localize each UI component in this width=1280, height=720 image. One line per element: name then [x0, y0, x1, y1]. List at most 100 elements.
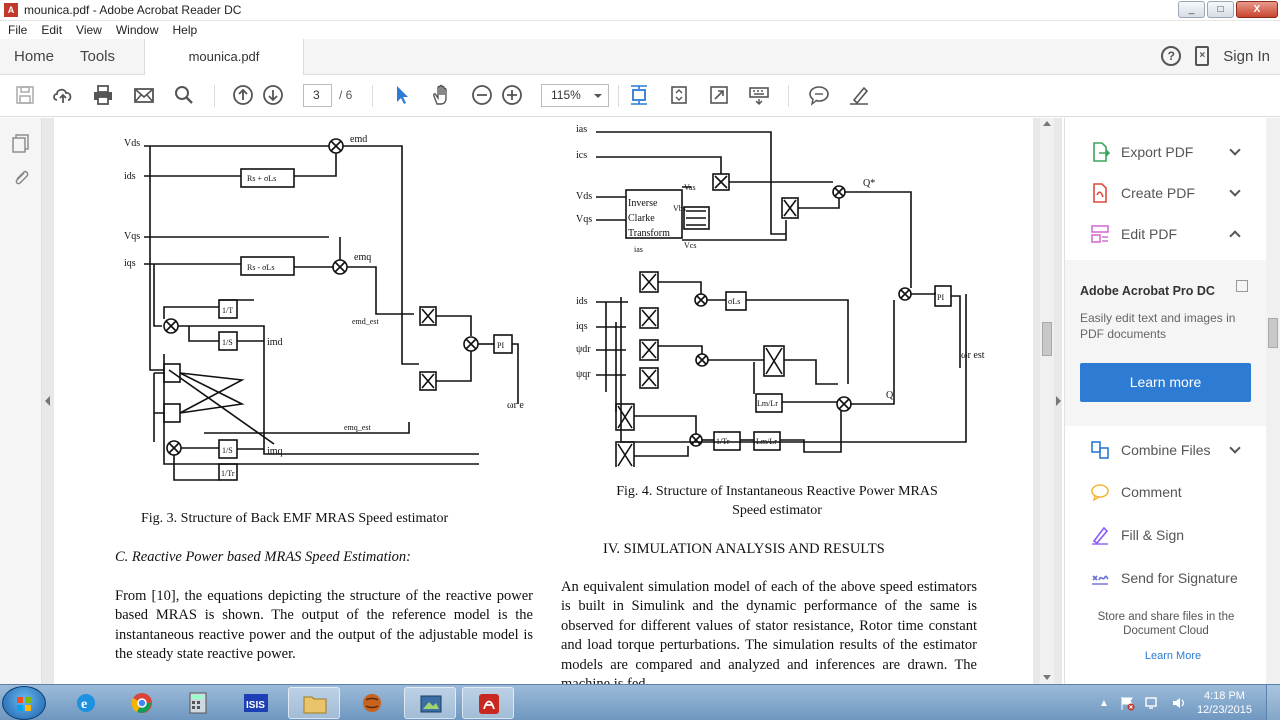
learn-more-link[interactable]: Learn More: [1144, 650, 1202, 662]
comment-icon: [1091, 484, 1109, 502]
volume-icon[interactable]: [1171, 695, 1187, 711]
tool-send-for-signature[interactable]: Send for Signature: [1065, 560, 1267, 596]
print-icon[interactable]: [92, 84, 114, 106]
internet-explorer-icon: e: [77, 694, 95, 712]
menu-edit[interactable]: Edit: [41, 23, 63, 37]
email-icon[interactable]: [133, 84, 155, 106]
taskbar-internet-explorer[interactable]: e: [60, 687, 112, 719]
minimize-button[interactable]: _: [1178, 1, 1205, 18]
document-scrollbar[interactable]: [1040, 118, 1054, 684]
windows-taskbar: e ISIS ▲ 4:18 PM 12/23/2015: [0, 684, 1280, 720]
tab-home[interactable]: Home: [14, 48, 55, 65]
close-button[interactable]: X: [1236, 1, 1278, 18]
taskbar-file-explorer[interactable]: [288, 687, 340, 719]
copy-icon[interactable]: [1236, 280, 1248, 292]
chevron-down-icon: [1229, 185, 1241, 197]
rotate-view-icon[interactable]: [668, 84, 690, 106]
next-page-icon[interactable]: [262, 84, 284, 106]
fig4-label-vqs: Vqs: [576, 214, 592, 225]
start-button[interactable]: [2, 686, 46, 720]
keyboard-icon[interactable]: [748, 84, 770, 106]
collapse-left-pane-icon[interactable]: [45, 396, 50, 406]
fig4-label-ics: ics: [576, 150, 587, 161]
taskbar-chrome[interactable]: [116, 687, 168, 719]
scrollbar-thumb[interactable]: [1268, 318, 1278, 348]
send-signature-icon: [1092, 575, 1109, 585]
acrobat-reader-icon: [479, 694, 499, 714]
footer-line-2: Document Cloud: [1123, 625, 1209, 637]
taskbar-app-mitt[interactable]: [346, 687, 398, 719]
toolbar-divider: [214, 85, 215, 107]
scroll-down-icon[interactable]: [1043, 675, 1051, 680]
main-toolbar: 3 / 6 115%: [0, 75, 1280, 117]
full-screen-icon[interactable]: [708, 84, 730, 106]
tab-document[interactable]: mounica.pdf: [144, 39, 304, 75]
image-viewer-icon: [420, 695, 442, 713]
sign-in-link[interactable]: Sign In: [1223, 47, 1270, 65]
fig3-diagram: Vds ids Vqs iqs emd emq Rs + σLs Rs - σL…: [124, 134, 524, 481]
save-icon[interactable]: [14, 84, 36, 106]
collapse-right-pane-icon[interactable]: [1056, 396, 1061, 406]
fit-page-icon[interactable]: [628, 84, 650, 106]
hand-tool-icon[interactable]: [431, 84, 453, 106]
learn-more-button[interactable]: Learn more: [1080, 363, 1251, 402]
attachment-icon[interactable]: [12, 168, 30, 188]
taskbar-image-viewer[interactable]: [404, 687, 456, 719]
page-number-input[interactable]: 3: [303, 84, 332, 107]
menu-view[interactable]: View: [76, 23, 102, 37]
zoom-in-icon[interactable]: [501, 84, 523, 106]
promo-description: Easily edit text and images in PDF docum…: [1080, 311, 1236, 341]
pdf-page: Vds ids Vqs iqs emd emq Rs + σLs Rs - σL…: [54, 118, 1033, 684]
document-cloud-text: Store and share files in the Document Cl…: [1065, 610, 1267, 638]
taskbar-calculator[interactable]: [172, 687, 224, 719]
highlight-pen-icon[interactable]: [848, 84, 870, 106]
comment-icon[interactable]: [808, 84, 830, 106]
network-icon[interactable]: [1145, 695, 1161, 711]
tab-tools[interactable]: Tools: [80, 48, 116, 65]
fig4-label-ias-input: ias: [576, 124, 587, 135]
tool-create-pdf[interactable]: Create PDF: [1065, 175, 1267, 211]
show-desktop-button[interactable]: [1266, 685, 1280, 720]
tool-edit-pdf[interactable]: Edit PDF: [1065, 216, 1267, 252]
document-viewport[interactable]: Vds ids Vqs iqs emd emq Rs + σLs Rs - σL…: [42, 118, 1062, 684]
fig4-label-vcs: Vcs: [684, 241, 696, 250]
zoom-out-icon[interactable]: [471, 84, 493, 106]
fig4-label-vbs: Vbs: [673, 204, 686, 213]
tab-bar: Home Tools mounica.pdf ? × Sign In: [0, 39, 1280, 75]
tools-pane-scrollbar[interactable]: [1266, 118, 1280, 684]
select-cursor-icon[interactable]: [391, 84, 413, 106]
fig3-block-1-over-s-2: 1/S: [222, 446, 233, 455]
menu-help[interactable]: Help: [172, 23, 198, 37]
show-hidden-icons-icon[interactable]: ▲: [1099, 697, 1109, 709]
maximize-button[interactable]: □: [1207, 1, 1234, 18]
zoom-select[interactable]: 115%: [541, 84, 609, 107]
fig4-block-pi: PI: [937, 293, 944, 302]
fig4-label-vas: Vas: [684, 183, 696, 192]
search-icon[interactable]: [173, 84, 195, 106]
taskbar-acrobat-reader[interactable]: [462, 687, 514, 719]
paragraph-left: From [10], the equations depicting the s…: [115, 588, 533, 663]
export-pdf-icon: [1093, 142, 1110, 162]
title-bar: A mounica.pdf - Adobe Acrobat Reader DC …: [0, 0, 1280, 21]
action-center-flag-icon[interactable]: [1119, 695, 1135, 711]
fig3-label-emd: emd: [350, 134, 367, 145]
help-icon[interactable]: ?: [1161, 46, 1182, 66]
tool-comment[interactable]: Comment: [1065, 474, 1267, 510]
fill-sign-icon: [1092, 526, 1109, 545]
mobile-link-icon[interactable]: ×: [1195, 46, 1210, 66]
previous-page-icon[interactable]: [232, 84, 254, 106]
scrollbar-thumb[interactable]: [1042, 322, 1052, 356]
fig3-label-ids: ids: [124, 171, 136, 182]
pages-thumbnail-icon[interactable]: [12, 134, 30, 154]
tool-fill-sign[interactable]: Fill & Sign: [1065, 517, 1267, 553]
taskbar-isis[interactable]: ISIS: [230, 687, 282, 719]
upload-cloud-icon[interactable]: [52, 84, 74, 106]
scroll-up-icon[interactable]: [1043, 121, 1051, 126]
fig3-block-pi: PI: [497, 341, 504, 350]
menu-window[interactable]: Window: [115, 23, 159, 37]
menu-file[interactable]: File: [8, 23, 28, 37]
system-clock[interactable]: 4:18 PM 12/23/2015: [1197, 689, 1252, 717]
tool-combine-files[interactable]: Combine Files: [1065, 432, 1267, 468]
fig4-block-inverse: Inverse: [628, 198, 658, 209]
tool-export-pdf[interactable]: Export PDF: [1065, 134, 1267, 170]
